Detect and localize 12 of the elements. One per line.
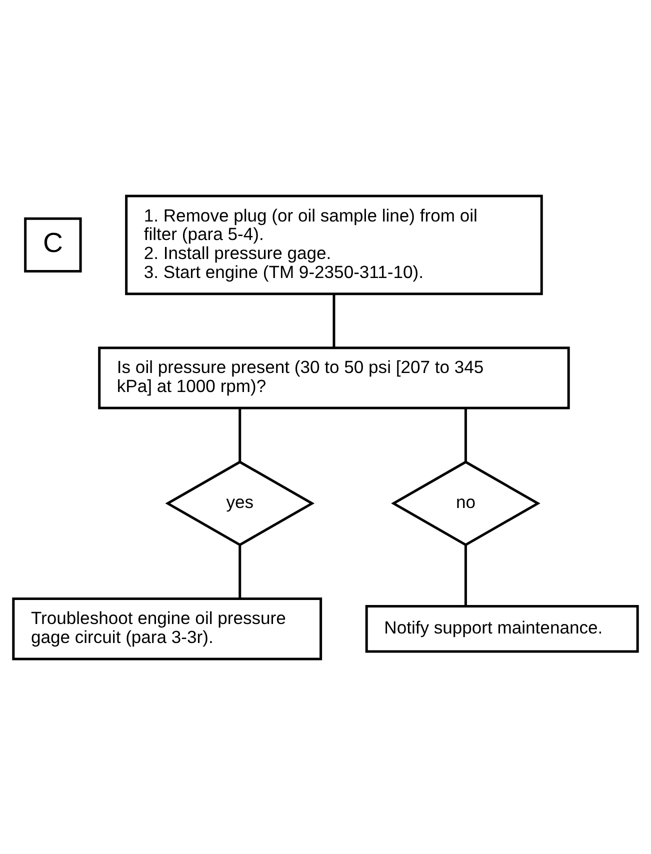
node-box: 1. Remove plug (or oil sample line) from oil filter (para 5-4). 2. Install pressure gage. 3. Start engine (TM 9-2350-311-10). <box>125 194 543 295</box>
node-box: Notify support maintenance. <box>365 604 639 652</box>
connector <box>464 544 467 606</box>
node-diamond: yes <box>165 460 315 546</box>
connector <box>464 408 467 462</box>
node-box: Is oil pressure present (30 to 50 psi [207 to 345 kPa] at 1000 rpm)? <box>98 346 570 409</box>
node-box: Troubleshoot engine oil pressure gage circuit (para 3-3r). <box>12 597 322 660</box>
connector <box>332 294 336 348</box>
node-box: C <box>24 216 82 272</box>
connector <box>238 408 242 462</box>
connector <box>238 544 242 598</box>
node-diamond: no <box>391 460 540 546</box>
